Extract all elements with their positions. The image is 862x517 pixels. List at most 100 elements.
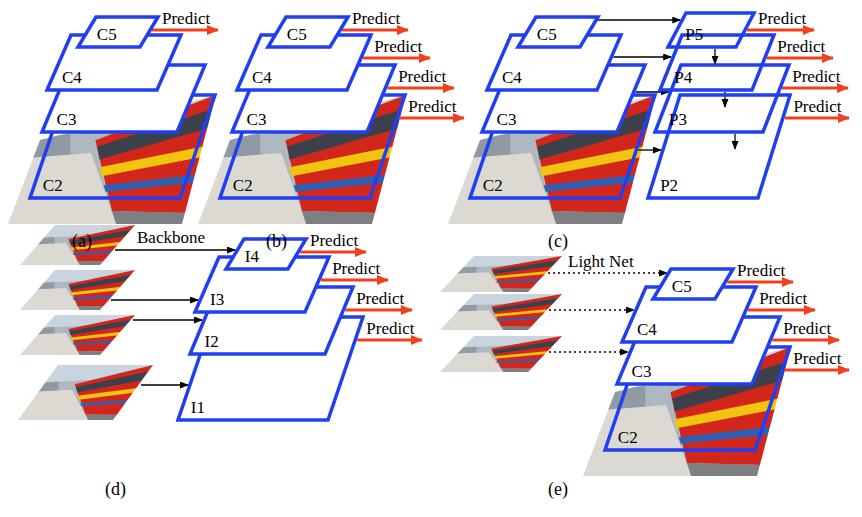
predict-label-holder: Predict [352, 9, 400, 28]
predict-label: Predict [398, 67, 446, 86]
level-label: C3 [247, 110, 267, 129]
photo [20, 315, 135, 355]
level-label: C4 [502, 68, 522, 87]
level-label: C2 [43, 176, 63, 195]
level-label: C4 [62, 68, 82, 87]
pyramid-level: P4 [660, 35, 774, 90]
pyramid-level: C5 [653, 269, 733, 299]
predict-arrow [342, 29, 408, 32]
predict-label-holder: Predict [783, 319, 831, 338]
light-net-arrow [549, 309, 634, 310]
predict-label: Predict [758, 9, 806, 28]
panel-letter-holder: (a) [72, 232, 92, 251]
parallelogram [653, 269, 733, 299]
predict-label: Predict [792, 67, 840, 86]
predict-label-holder: Predict [777, 37, 825, 56]
predict-label-holder: Predict [398, 67, 446, 86]
pyramid-level: C5 [268, 17, 348, 47]
pyramid-level: C5 [518, 17, 598, 47]
predict-arrow [152, 29, 218, 32]
parallelogram [655, 65, 789, 132]
pyramid-level: C5 [78, 17, 158, 47]
level-label: C5 [672, 277, 692, 296]
predict-label-holder: Predict [366, 319, 414, 338]
level-label: P4 [674, 68, 692, 87]
predict-label-holder: Predict [332, 259, 380, 278]
parallelogram-outline [268, 17, 348, 47]
predict-label: Predict [374, 37, 422, 56]
predict-arrow [747, 29, 814, 32]
level-label: C2 [618, 428, 638, 447]
level-label: C4 [637, 320, 657, 339]
predict-label: Predict [759, 289, 807, 308]
predict-label: Predict [352, 9, 400, 28]
predict-arrow [784, 369, 849, 372]
panel-letter-holder: (b) [266, 232, 287, 251]
level-label: C2 [233, 176, 253, 195]
backbone-arrow [141, 384, 188, 385]
predict-label-holder: Predict [759, 289, 807, 308]
parallelogram [660, 35, 774, 90]
predict-arrow [363, 57, 430, 60]
panel-letter-holder: (e) [548, 480, 568, 499]
parallelogram [668, 13, 754, 47]
panel-letter-holder: (c) [548, 232, 568, 251]
predict-arrow [772, 339, 839, 342]
backbone-arrow [111, 299, 198, 300]
parallelogram-outline [653, 269, 733, 299]
predict-label: Predict [310, 231, 358, 250]
parallelogram [268, 17, 348, 47]
level-label: C3 [497, 110, 517, 129]
photo [20, 270, 135, 310]
predict-arrow [782, 87, 848, 90]
level-label: C2 [483, 176, 503, 195]
photo [440, 336, 562, 372]
light-net-arrow [549, 351, 628, 352]
predict-label: Predict [408, 97, 456, 116]
level-label: C5 [97, 25, 117, 44]
predict-label-holder: Predict [310, 231, 358, 250]
lateral-connection [714, 49, 715, 64]
backbone-arrow [115, 249, 235, 250]
level-label: I2 [205, 332, 219, 351]
predict-label: Predict [777, 37, 825, 56]
level-label: C5 [287, 25, 307, 44]
photo [440, 256, 562, 292]
arrow-label: Light Net [568, 252, 634, 271]
level-label: C4 [252, 68, 272, 87]
parallelogram [78, 17, 158, 47]
arrow-label: Backbone [137, 228, 205, 247]
predict-arrow [767, 57, 833, 60]
predict-label: Predict [356, 289, 404, 308]
predict-label-holder: Predict [793, 349, 841, 368]
photo [20, 225, 135, 265]
level-label: C3 [57, 110, 77, 129]
photo [18, 365, 153, 420]
parallelogram-outline [668, 13, 754, 47]
predict-arrow [727, 281, 793, 284]
predict-label-holder: Predict [162, 9, 210, 28]
level-label: I1 [191, 398, 205, 417]
predict-label: Predict [783, 319, 831, 338]
lateral-connection [598, 19, 680, 20]
predict-label: Predict [332, 259, 380, 278]
panel-letter: (a) [72, 232, 92, 251]
level-label: P3 [669, 110, 687, 129]
arrow-label-holder: Light Net [568, 252, 634, 271]
pyramid-level: P5 [668, 13, 754, 47]
predict-label: Predict [366, 319, 414, 338]
panel-letter: (b) [266, 232, 287, 251]
predict-label-holder: Predict [793, 97, 841, 116]
predict-arrow [321, 279, 388, 282]
panel-letter-holder: (d) [105, 480, 126, 499]
level-label: C3 [632, 362, 652, 381]
predict-arrow [345, 309, 412, 312]
light-net-arrow [548, 272, 667, 273]
predict-label-holder: Predict [792, 67, 840, 86]
lateral-connection [613, 56, 671, 57]
level-label: P2 [660, 176, 678, 195]
level-label: C5 [537, 25, 557, 44]
backbone-arrow [133, 319, 202, 320]
lateral-connection [734, 134, 735, 149]
predict-label: Predict [793, 97, 841, 116]
